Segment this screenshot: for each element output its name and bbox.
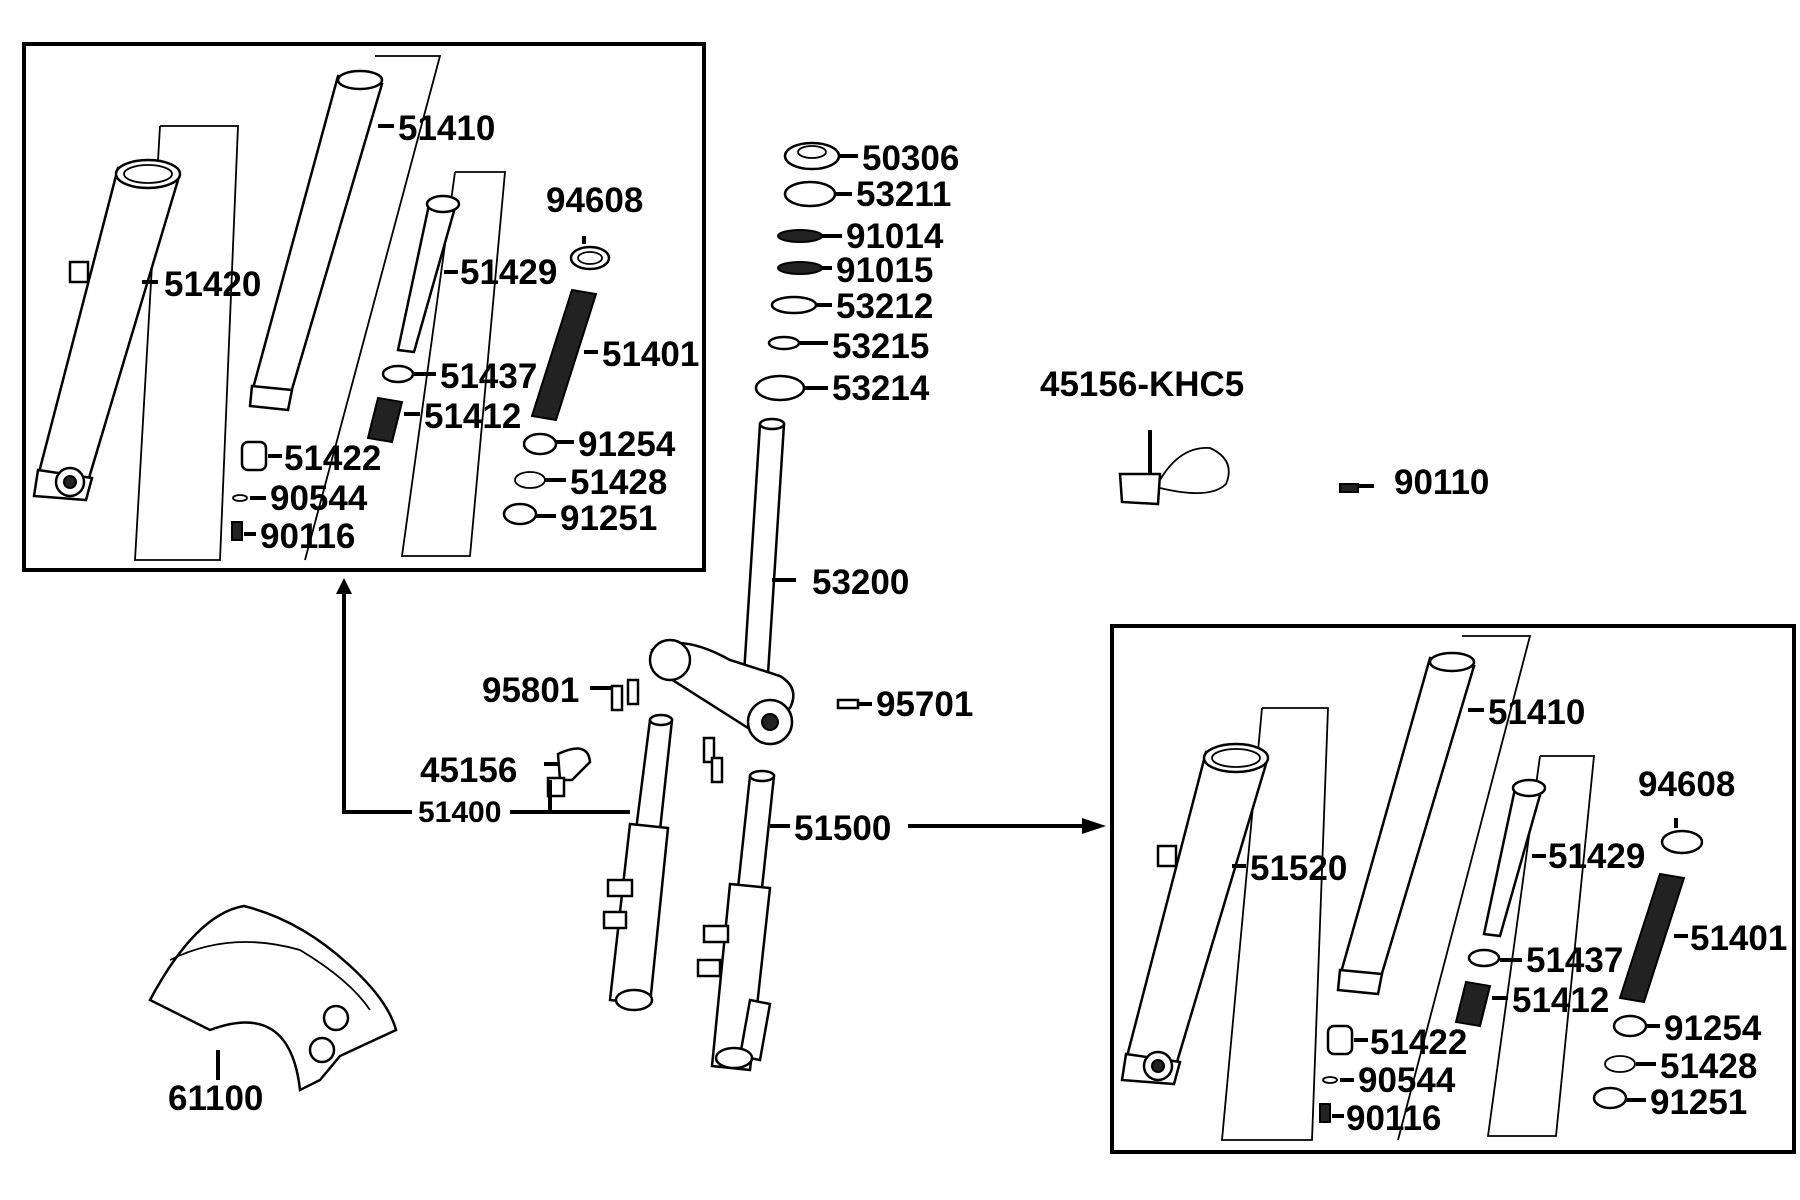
screw-drawing — [1339, 483, 1359, 493]
right-damper-rod-drawing — [1482, 778, 1547, 938]
right-label-washer: 51437 — [1526, 941, 1623, 980]
label-bolt-left: 95801 — [482, 671, 579, 710]
right-washer-drawing — [1467, 948, 1501, 968]
label-bolt-right: 95701 — [876, 685, 973, 724]
left-guide-rod — [400, 171, 506, 557]
misc-group: 45156-KHC5 90110 61100 — [148, 365, 1489, 1118]
bolt-right-drawing — [836, 698, 860, 710]
left-clip-drawing — [514, 471, 546, 489]
left-small-washer-drawing — [232, 494, 248, 502]
right-outer-tube-drawing — [1120, 742, 1270, 1086]
label-ball-race-top: 91014 — [846, 217, 944, 256]
left-bolt-drawing — [231, 521, 243, 541]
left-label-spring: 51401 — [602, 335, 699, 374]
left-label-outer-tube: 51420 — [164, 265, 261, 304]
cone-race-bottom-drawing — [754, 374, 806, 402]
left-damper-rod-drawing — [396, 194, 461, 354]
right-label-oil-lock: 51422 — [1370, 1023, 1467, 1062]
label-adjust-nut: 53211 — [856, 175, 951, 214]
right-label-damper-rod: 51429 — [1548, 837, 1645, 876]
left-label-oil-lock: 51422 — [284, 439, 381, 478]
left-oil-seal-drawing — [502, 502, 538, 526]
right-label-clip: 51428 — [1660, 1047, 1757, 1086]
arrow-to-left-inset — [336, 578, 412, 814]
left-seal-ring-drawing — [569, 245, 611, 271]
ball-race-top-drawing — [777, 229, 823, 243]
right-label-rebound-spring: 51412 — [1512, 981, 1609, 1020]
label-ball-race-bottom: 91015 — [836, 251, 933, 290]
left-fork-tube-drawing — [248, 69, 384, 412]
right-small-washer-drawing — [1322, 1076, 1338, 1084]
left-label-seal-ring: 94608 — [546, 181, 643, 220]
right-fork-drawing — [696, 769, 776, 1072]
left-label-rebound-spring: 51412 — [424, 397, 521, 436]
steering-group: 50306 53211 91014 91015 53212 53215 5321… — [418, 139, 973, 1072]
left-label-dust-seal: 91254 — [578, 425, 676, 464]
right-seal-ring-drawing — [1660, 829, 1704, 855]
right-inset-frame — [1110, 624, 1796, 1154]
right-guide-outer — [1221, 707, 1329, 1141]
left-label-clip: 51428 — [570, 463, 667, 502]
left-guide-tube — [304, 55, 442, 561]
right-inset: 51410 51520 51429 94608 51401 51437 5141… — [1110, 624, 1796, 1154]
dust-seal-drawing — [767, 335, 801, 351]
hose-clip-drawing — [556, 747, 592, 782]
left-inset-frame — [22, 42, 706, 572]
left-label-oil-seal: 91251 — [560, 499, 657, 538]
left-label-fork-tube: 51410 — [398, 109, 495, 148]
right-guide-rod — [1486, 755, 1595, 1137]
right-fork-tube-drawing — [1336, 651, 1476, 996]
right-bolt-drawing — [1319, 1103, 1331, 1123]
left-label-washer: 51437 — [440, 357, 537, 396]
label-dust-seal: 53215 — [832, 327, 929, 366]
right-rebound-spring-drawing — [1454, 980, 1492, 1028]
left-rebound-spring-drawing — [366, 396, 404, 444]
right-guide-tube — [1397, 635, 1532, 1141]
left-guide-outer — [134, 125, 239, 561]
label-left-fork: 51400 — [418, 796, 501, 829]
ball-race-bottom-drawing — [777, 261, 823, 275]
label-lock-nut: 50306 — [862, 139, 959, 178]
label-screw: 90110 — [1394, 463, 1489, 502]
label-cone-race-top: 53212 — [836, 287, 933, 326]
label-right-fork: 51500 — [794, 809, 891, 848]
right-oil-seal-drawing — [1592, 1086, 1628, 1110]
left-inset: 51410 51420 51429 94608 51401 51437 5141… — [22, 42, 706, 572]
right-dust-seal-drawing — [1612, 1014, 1648, 1038]
label-hose-clip: 45156 — [420, 751, 517, 790]
left-oil-lock-drawing — [240, 440, 268, 472]
left-label-bolt: 90116 — [260, 517, 355, 556]
label-cone-race-bottom: 53214 — [832, 369, 930, 408]
cone-race-top-drawing — [770, 295, 818, 315]
right-label-seal-ring: 94608 — [1638, 765, 1735, 804]
left-label-damper-rod: 51429 — [460, 253, 557, 292]
left-spring-drawing — [530, 288, 598, 422]
left-outer-tube-drawing — [32, 158, 182, 502]
right-clip-drawing — [1604, 1055, 1636, 1073]
left-fork-drawing — [602, 713, 674, 1012]
right-label-fork-tube: 51410 — [1488, 693, 1585, 732]
arrow-to-right-inset — [908, 818, 1106, 834]
right-spring-drawing — [1618, 872, 1686, 1004]
bolt-left-drawing — [610, 684, 624, 712]
clamp-drawing — [1118, 447, 1230, 506]
left-washer-drawing — [381, 364, 415, 384]
left-label-small-washer: 90544 — [270, 479, 368, 518]
steering-stem-drawing — [742, 422, 786, 676]
right-label-spring: 51401 — [1690, 919, 1787, 958]
left-dust-seal-drawing — [522, 432, 558, 456]
right-label-oil-seal: 91251 — [1650, 1083, 1747, 1122]
right-oil-lock-drawing — [1326, 1024, 1354, 1056]
right-label-outer-tube: 51520 — [1250, 849, 1347, 888]
fender-drawing — [148, 904, 398, 1092]
label-stem: 53200 — [812, 563, 909, 602]
adjust-nut-drawing — [783, 180, 837, 208]
label-clamp: 45156-KHC5 — [1040, 365, 1244, 404]
right-label-bolt: 90116 — [1346, 1099, 1441, 1138]
right-label-dust-seal: 91254 — [1664, 1009, 1762, 1048]
right-label-small-washer: 90544 — [1358, 1061, 1456, 1100]
label-fender: 61100 — [168, 1079, 263, 1118]
